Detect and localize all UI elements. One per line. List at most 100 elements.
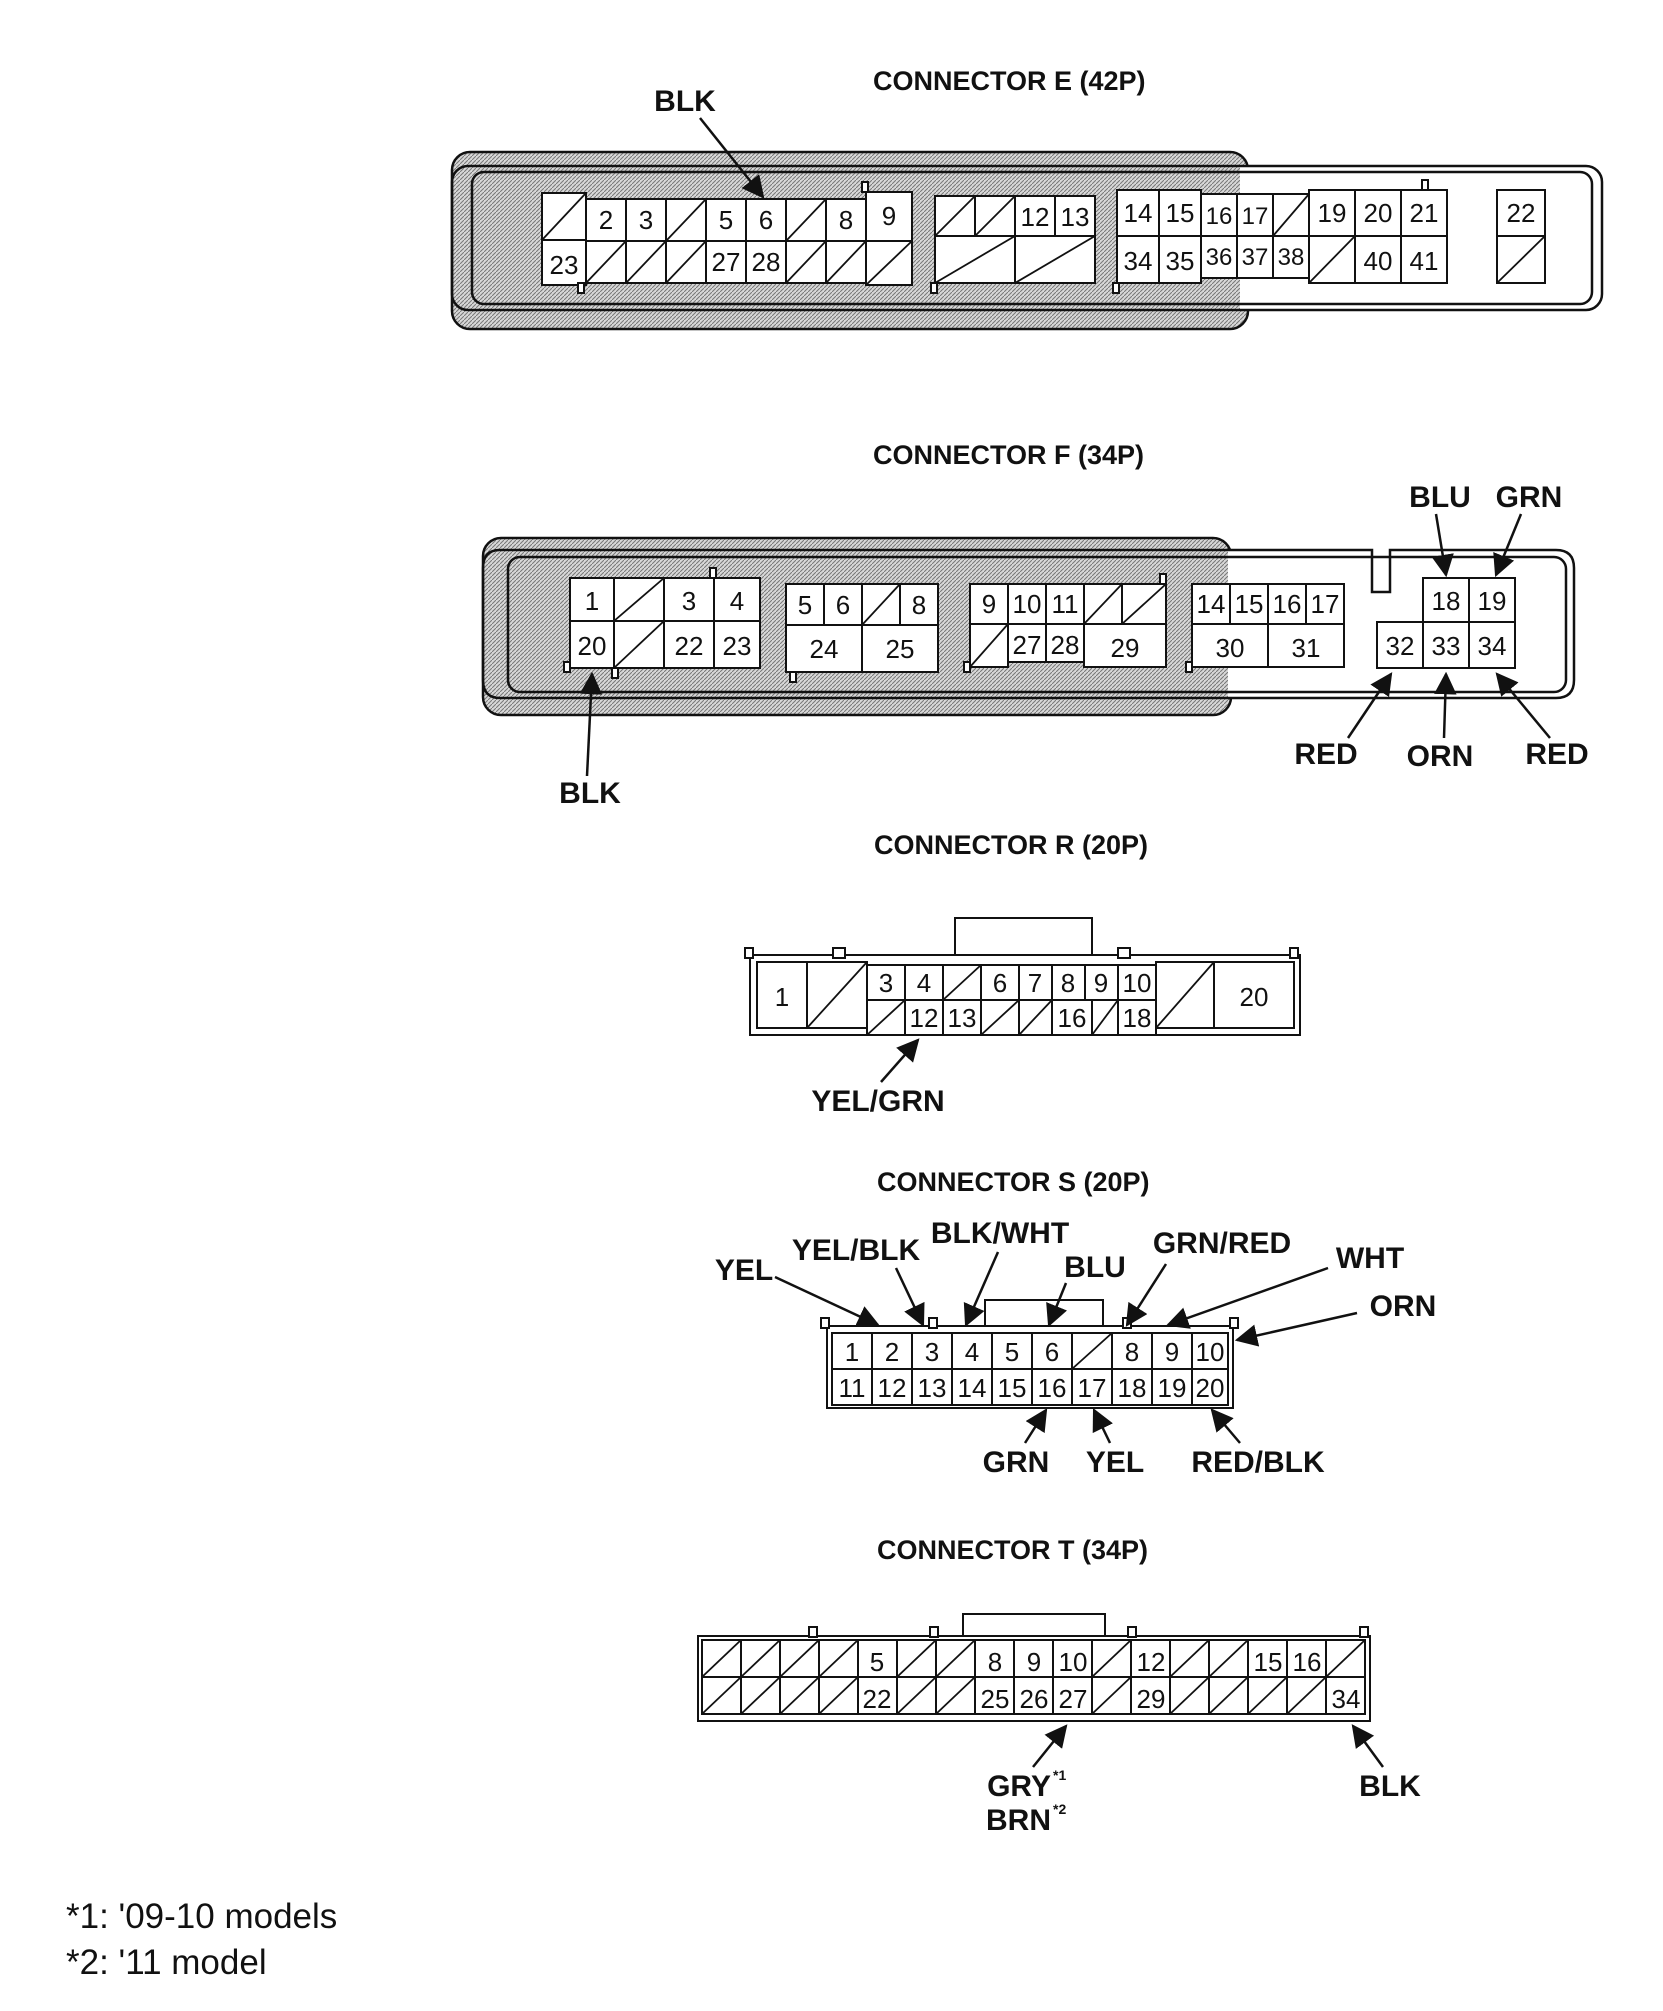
pin-f-8: 8 <box>912 590 926 620</box>
empty-pin-t-19 <box>740 1676 781 1715</box>
pin-f-9: 9 <box>982 589 996 619</box>
pin-s-18: 18 <box>1118 1373 1147 1403</box>
arrow-f-34 <box>1495 672 1551 739</box>
pin-s-20: 20 <box>1196 1373 1225 1403</box>
pin-s-11: 11 <box>839 1373 866 1403</box>
empty-pin-t-24 <box>935 1676 976 1715</box>
arrow-s-3 <box>894 1267 925 1328</box>
wire-f-blu: BLU <box>1409 481 1471 514</box>
pin-s-4: 4 <box>965 1337 979 1367</box>
connector-t: CONNECTOR T (34P) 5 8 9 10 12 15 16 22 2… <box>697 1535 1421 1837</box>
pin-s-8: 8 <box>1125 1337 1139 1367</box>
pin-t-34: 34 <box>1332 1684 1361 1714</box>
connector-t-pin-grid <box>701 1639 1366 1715</box>
arrow-s-2 <box>774 1275 881 1327</box>
pin-f-5: 5 <box>798 590 812 620</box>
arrow-s-4 <box>963 1251 1000 1328</box>
arrow-s-10 <box>1234 1311 1358 1347</box>
wire-f-red-b: RED <box>1525 738 1588 771</box>
wire-f-grn: GRN <box>1496 481 1563 514</box>
wire-t-blk: BLK <box>1359 1770 1421 1803</box>
wire-r-yelgrn: YEL/GRN <box>811 1085 944 1118</box>
footnote-2: *2: '11 model <box>66 1943 267 1982</box>
pin-r-12: 12 <box>910 1003 939 1033</box>
empty-pin-t-13 <box>1169 1639 1210 1678</box>
pin-cell-t-10 <box>1052 1639 1093 1678</box>
wire-s-redblk: RED/BLK <box>1191 1446 1325 1479</box>
pin-s-16: 16 <box>1038 1373 1067 1403</box>
pin-e-12: 12 <box>1021 202 1050 232</box>
connector-t-title: CONNECTOR T (34P) <box>877 1535 1148 1565</box>
pin-e-6: 6 <box>759 205 773 235</box>
arrow-s-17 <box>1092 1407 1113 1444</box>
pin-s-15: 15 <box>998 1373 1027 1403</box>
wire-s-grnred: GRN/RED <box>1153 1227 1291 1260</box>
pin-f-31: 31 <box>1292 633 1321 663</box>
pin-f-3: 3 <box>682 586 696 616</box>
empty-pin-t-7 <box>935 1639 976 1678</box>
empty-pin-t-3 <box>779 1639 820 1678</box>
pin-f-27: 27 <box>1013 630 1042 660</box>
arrow-s-9 <box>1165 1266 1329 1329</box>
arrow-t-34 <box>1351 1724 1385 1768</box>
pin-s-12: 12 <box>878 1373 907 1403</box>
empty-pin-t-33 <box>1286 1676 1327 1715</box>
footnote-1: *1: '09-10 models <box>66 1897 338 1936</box>
connector-r-title: CONNECTOR R (20P) <box>874 830 1148 860</box>
connector-e-shell <box>450 164 1604 312</box>
pin-f-6: 6 <box>836 590 850 620</box>
empty-pin-t-11 <box>1091 1639 1132 1678</box>
pin-e-2: 2 <box>599 205 613 235</box>
pin-e-21: 21 <box>1410 198 1439 228</box>
empty-pin-t-4 <box>818 1639 859 1678</box>
pin-e-36: 36 <box>1206 244 1233 271</box>
pin-e-41: 41 <box>1410 246 1439 276</box>
pin-s-17: 17 <box>1078 1373 1107 1403</box>
pin-f-4: 4 <box>730 586 744 616</box>
pin-f-23: 23 <box>723 631 752 661</box>
wire-t-gry: GRY <box>987 1770 1051 1803</box>
pin-t-9: 9 <box>1027 1647 1041 1677</box>
pin-e-37: 37 <box>1242 244 1269 271</box>
pin-f-20: 20 <box>578 631 607 661</box>
connector-f-inner <box>506 555 1568 694</box>
pin-cell-t-27 <box>1052 1676 1093 1715</box>
pin-f-32: 32 <box>1386 631 1415 661</box>
arrow-f-32 <box>1346 672 1393 739</box>
pin-s-14: 14 <box>958 1373 987 1403</box>
arrow-f-33 <box>1434 671 1457 739</box>
pin-e-19: 19 <box>1318 198 1347 228</box>
pin-e-40: 40 <box>1364 246 1393 276</box>
pin-f-17: 17 <box>1311 589 1340 619</box>
connector-r: CONNECTOR R (20P) 1 3 4 6 7 8 9 10 12 13… <box>744 830 1301 1118</box>
wire-s-yelblk: YEL/BLK <box>792 1234 921 1267</box>
arrow-e-6 <box>699 117 765 199</box>
pin-t-10: 10 <box>1059 1647 1088 1677</box>
pin-s-19: 19 <box>1158 1373 1187 1403</box>
pin-e-22: 22 <box>1507 198 1536 228</box>
pin-cell-t-8 <box>974 1639 1015 1678</box>
connector-f: CONNECTOR F (34P) 1 3 4 20 22 23 5 6 8 2… <box>481 440 1589 810</box>
wire-t-brn-mark: *2 <box>1053 1801 1066 1817</box>
empty-pin-t-17 <box>1325 1639 1366 1678</box>
pin-r-7: 7 <box>1028 968 1042 998</box>
pin-f-15: 15 <box>1235 589 1264 619</box>
pin-r-9: 9 <box>1094 968 1108 998</box>
pin-cell-t-26 <box>1013 1676 1054 1715</box>
pin-cell-t-34 <box>1325 1676 1366 1715</box>
wire-s-orn: ORN <box>1370 1290 1437 1323</box>
pin-t-25: 25 <box>981 1684 1010 1714</box>
wire-t-brn: BRN <box>986 1804 1051 1837</box>
pin-t-26: 26 <box>1020 1684 1049 1714</box>
wire-s-yel-bottom: YEL <box>1086 1446 1144 1479</box>
empty-pin-t-30 <box>1169 1676 1210 1715</box>
wire-e-blk: BLK <box>654 85 716 118</box>
pin-t-15: 15 <box>1254 1647 1283 1677</box>
pin-e-5: 5 <box>719 205 733 235</box>
pin-f-33: 33 <box>1432 631 1461 661</box>
pin-r-1: 1 <box>775 982 789 1012</box>
pin-f-22: 22 <box>675 631 704 661</box>
pin-cell-t-12 <box>1130 1639 1171 1678</box>
wire-s-blkwht: BLK/WHT <box>931 1217 1069 1250</box>
pin-f-10: 10 <box>1013 589 1042 619</box>
